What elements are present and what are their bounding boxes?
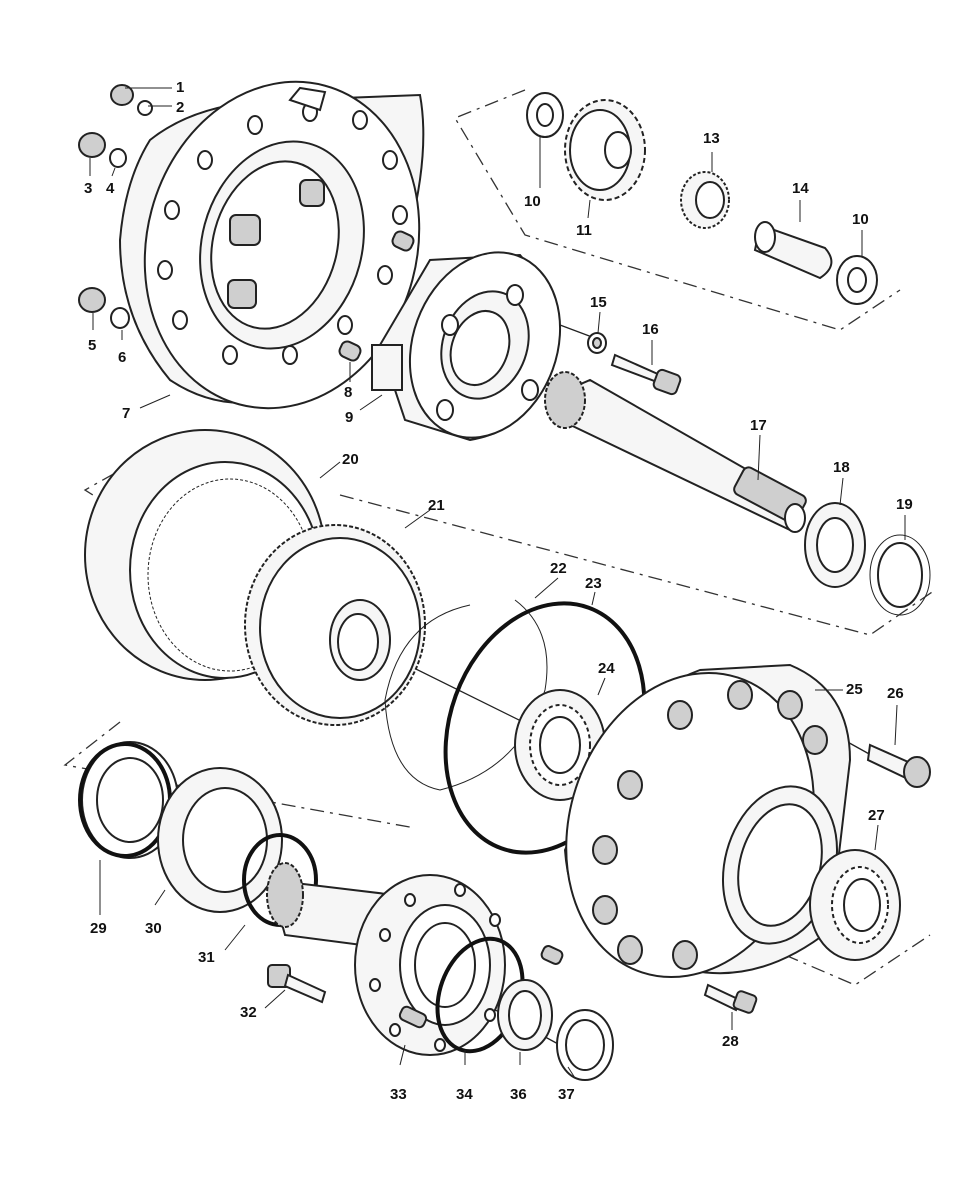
hub-housing-part25 <box>563 663 852 979</box>
label-part-2: 2 <box>176 99 184 116</box>
label-part-22: 22 <box>550 560 567 577</box>
pins-part8 <box>338 230 415 362</box>
label-part-29: 29 <box>90 920 107 937</box>
hub-gear-part21 <box>244 524 426 726</box>
planet-gear-set <box>526 92 878 305</box>
label-part-6: 6 <box>118 349 126 366</box>
shaft-part17 <box>544 371 807 533</box>
label-part-4: 4 <box>106 180 115 197</box>
bolt-part32 <box>267 964 327 1004</box>
label-part-14: 14 <box>792 180 809 197</box>
label-part-33: 33 <box>390 1086 407 1103</box>
label-part-3: 3 <box>84 180 92 197</box>
label-part-32: 32 <box>240 1004 257 1021</box>
label-part-27: 27 <box>868 807 885 824</box>
label-part-34: 34 <box>456 1086 473 1103</box>
label-part-20: 20 <box>342 451 359 468</box>
label-part-7: 7 <box>122 405 130 422</box>
part-labels: 1 2 3 4 5 6 7 8 9 10 10 11 13 14 15 16 1… <box>84 79 913 1103</box>
label-part-30: 30 <box>145 920 162 937</box>
flange-plate-part7 <box>118 80 425 410</box>
label-part-26: 26 <box>887 685 904 702</box>
label-part-18: 18 <box>833 459 850 476</box>
label-part-17: 17 <box>750 417 767 434</box>
label-part-10b: 10 <box>852 211 869 228</box>
flange-shaft-holes <box>369 883 501 1052</box>
label-part-1: 1 <box>176 79 184 96</box>
small-fasteners <box>78 84 153 329</box>
rings-and-washers <box>435 936 614 1081</box>
seals-part29-30 <box>78 741 283 913</box>
label-part-23: 23 <box>585 575 602 592</box>
label-part-8: 8 <box>344 384 352 401</box>
label-part-24: 24 <box>598 660 615 677</box>
label-part-36: 36 <box>510 1086 527 1103</box>
label-part-5: 5 <box>88 337 96 354</box>
label-part-10a: 10 <box>524 193 541 210</box>
label-part-37: 37 <box>558 1086 575 1103</box>
label-part-28: 28 <box>722 1033 739 1050</box>
label-part-31: 31 <box>198 949 215 966</box>
label-part-21: 21 <box>428 497 445 514</box>
label-part-9: 9 <box>345 409 353 426</box>
nut-and-snap-ring <box>804 502 931 616</box>
label-part-15: 15 <box>590 294 607 311</box>
flange-bolt-holes <box>157 102 408 365</box>
hub-stud-holes <box>592 680 828 970</box>
label-part-19: 19 <box>896 496 913 513</box>
label-leaders <box>89 87 906 1079</box>
flange-shaft-part33 <box>242 833 506 1056</box>
label-part-11: 11 <box>576 222 592 239</box>
label-part-13: 13 <box>703 130 720 147</box>
label-part-25: 25 <box>846 681 863 698</box>
label-part-16: 16 <box>642 321 659 338</box>
bolt-and-washer <box>587 332 682 396</box>
planet-carrier-part9 <box>371 251 562 442</box>
stud-bearing-bolt <box>703 743 931 1014</box>
